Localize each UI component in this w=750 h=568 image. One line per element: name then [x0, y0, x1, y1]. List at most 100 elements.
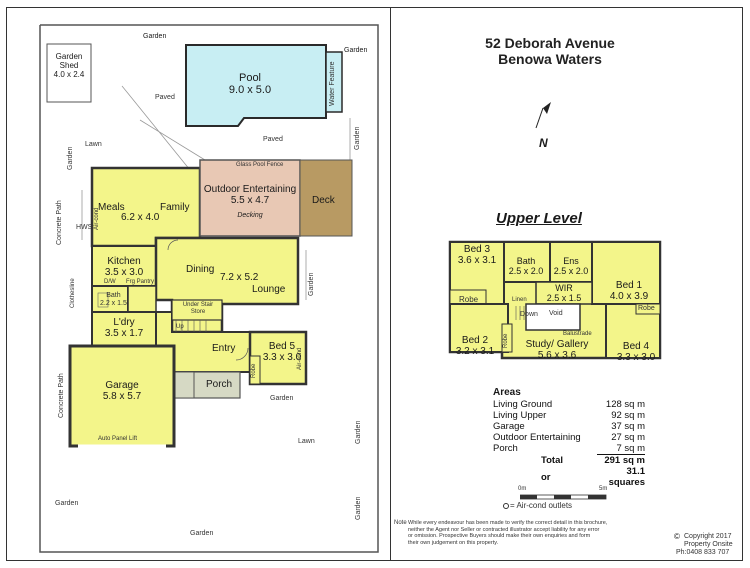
meals-label: Meals [98, 202, 125, 213]
upper-bed1-name: Bed 1 [615, 280, 643, 291]
garden-shed-size: 4.0 x 2.4 [53, 70, 85, 79]
north-arrow-icon [535, 102, 551, 129]
area-value: 92 sq m [611, 410, 645, 421]
upper-bed3-size: 3.6 x 3.1 [457, 255, 497, 266]
scale-start-label: 0m [518, 486, 527, 492]
garage-label: Garage 5.8 x 5.7 [84, 380, 160, 402]
porch-label: Porch [206, 379, 233, 390]
garden-shed-name-1: Garden [55, 52, 83, 61]
concrete-path-label: Concrete Path [58, 373, 65, 418]
garden-label: Garden [55, 500, 79, 507]
upper-bed3-name: Bed 3 [463, 244, 491, 255]
upper-linen-label: Linen [512, 297, 527, 303]
disclaimer-line: or omission. Prospective Buyers should m… [408, 533, 591, 539]
garage-name: Garage [105, 380, 139, 391]
copyright-line: Ph:0408 833 707 [676, 549, 730, 556]
water-feature-shape [325, 51, 343, 113]
copyright-line: Copyright 2017 [684, 533, 732, 540]
upper-ens-label: Ens 2.5 x 2.0 [551, 256, 591, 276]
areas-heading: Areas [493, 387, 521, 398]
bath-name: Bath [106, 292, 121, 299]
lawn-label: Lawn [298, 438, 315, 445]
garden-shed-name-2: Shed [59, 61, 79, 70]
upper-study-size: 5.6 x 3.6 [537, 350, 577, 361]
garage-size: 5.8 x 5.7 [102, 391, 142, 402]
bed5-robe-shape [249, 355, 261, 385]
north-label: N [539, 136, 548, 150]
address-line1: 52 Deborah Avenue [485, 35, 615, 51]
pool-shape [185, 44, 327, 127]
area-label: Porch [493, 443, 518, 455]
dining-size: 7.2 x 5.2 [220, 272, 259, 283]
kitchen-label: Kitchen 3.5 x 3.0 [96, 256, 152, 278]
family-label: Family [160, 202, 190, 213]
lawn-label: Lawn [85, 141, 102, 148]
disclaimer-line: their own judgement on this property. [408, 539, 499, 546]
copyright-line: Property Onsite [684, 541, 733, 548]
clothesline-label: Clothesline [70, 278, 76, 308]
bath-size: 2.2 x 1.5 [100, 300, 127, 307]
ldry-label: L'dry 3.5 x 1.7 [96, 317, 152, 339]
upper-bed2-robe-label: Robe [503, 333, 509, 348]
page-frame [6, 7, 743, 561]
upper-bed1-label: Bed 1 4.0 x 3.9 [606, 280, 652, 302]
outdoor-label: Outdoor Entertaining 5.5 x 4.7 Decking [202, 184, 298, 221]
garage-lift-label: Auto Panel Lift [98, 436, 138, 442]
upper-study-label: Study/ Gallery 5.6 x 3.6 [515, 339, 599, 361]
aircond-legend-label: = Air-cond outlets [510, 501, 573, 510]
or-label: or [541, 471, 551, 483]
copyright-text: Copyright 2017 Property Onsite Ph:0408 8… [676, 533, 733, 557]
upper-bed2-robe-shape [501, 323, 513, 353]
bed5-label: Bed 5 3.3 x 3.0 [262, 341, 302, 363]
bed5-size: 3.3 x 3.0 [262, 352, 302, 363]
address-line2: Benowa Waters [498, 51, 602, 67]
upper-bed4-name: Bed 4 [622, 341, 650, 352]
garden-label: Garden [143, 33, 167, 40]
upper-bed4-robe-label: Robe [638, 305, 655, 312]
upper-bath-size: 2.5 x 2.0 [508, 266, 544, 276]
area-label: Outdoor Entertaining [493, 432, 581, 443]
meals-size: 6.2 x 4.0 [121, 212, 160, 223]
upper-wir-size: 2.5 x 1.5 [546, 293, 582, 303]
dw-label: D/W [104, 279, 116, 285]
outdoor-name: Outdoor Entertaining [203, 184, 297, 195]
table-row-total: Total 291 sq m [493, 455, 645, 467]
area-value: 128 sq m [605, 399, 645, 410]
garden-label: Garden [308, 272, 315, 296]
upper-study-name: Study/ Gallery [525, 339, 589, 350]
upper-ens-name: Ens [563, 256, 579, 266]
garden-label: Garden [355, 420, 362, 444]
upper-level-title: Upper Level [496, 210, 582, 227]
area-value: 37 sq m [611, 421, 645, 432]
ground-panel-frame [6, 7, 391, 561]
scale-bar [520, 494, 607, 500]
dining-label: Dining [186, 264, 215, 275]
paved-label: Paved [263, 136, 283, 143]
total-value: 291 sq m [604, 455, 645, 466]
ldry-size: 3.5 x 1.7 [104, 328, 144, 339]
under-stair-shape [171, 299, 223, 321]
concrete-path-label: Concrete Path [56, 200, 63, 245]
total-label: Total [541, 454, 563, 466]
upper-floor-plan [448, 240, 662, 360]
bed5-robe-label: Robe [251, 363, 257, 378]
copyright-icon: © [674, 532, 680, 541]
note-label: Note [394, 520, 407, 526]
disclaimer-line: While every endeavour has been made to v… [408, 520, 608, 526]
disclaimer-text: While every endeavour has been made to v… [408, 520, 607, 546]
garage-shape [68, 344, 176, 448]
paved-label: Paved [155, 94, 175, 101]
upper-wir-name: WIR [555, 283, 573, 293]
garden-label: Garden [190, 530, 214, 537]
under-stair-label: Under Stair Store [182, 302, 214, 315]
glass-fence-label: Glass Pool Fence [236, 162, 284, 168]
upper-bed1-shape [591, 241, 661, 305]
pantry-label: Frg Pantry [126, 279, 155, 285]
upper-bath-label: Bath 2.5 x 2.0 [505, 256, 547, 276]
scale-end-label: 5m [599, 486, 608, 492]
